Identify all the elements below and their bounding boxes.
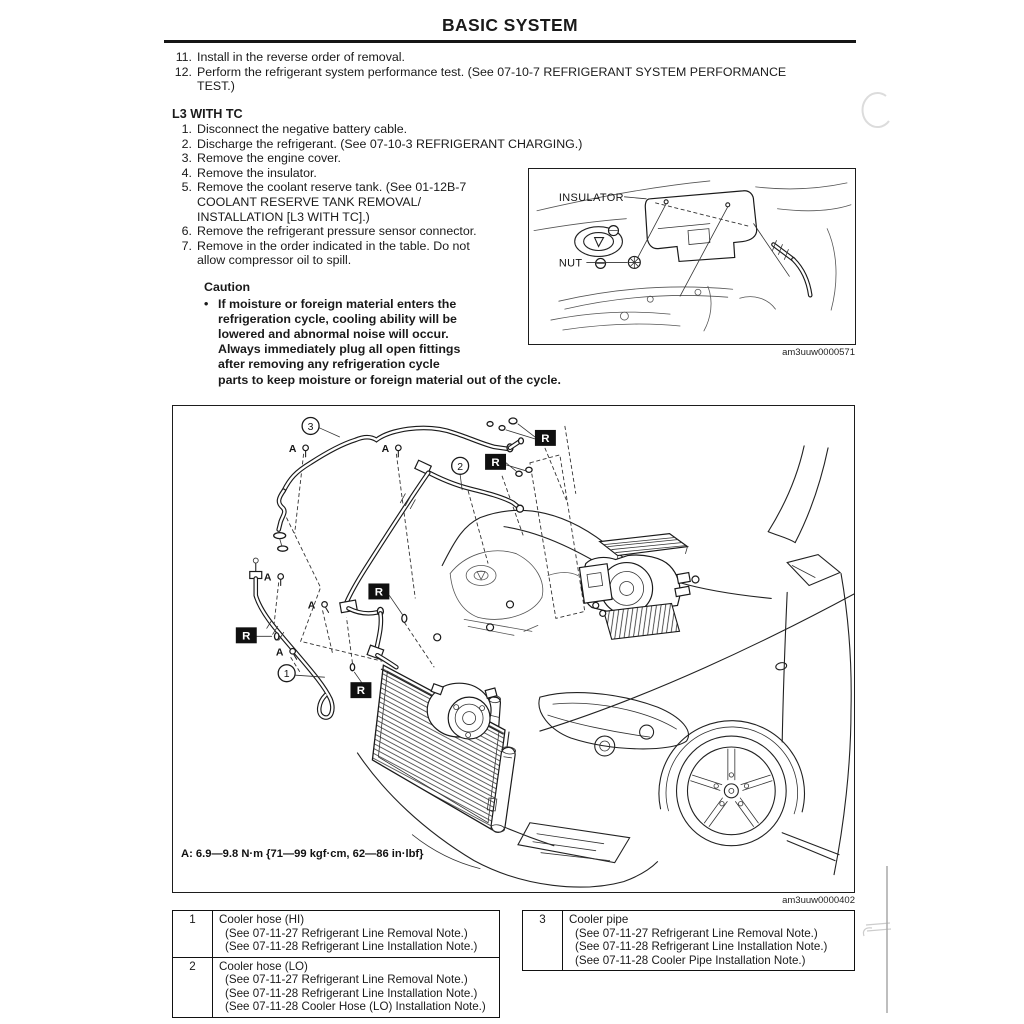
cooler-hose-hi-art [249,557,335,720]
part-number: 3 [523,911,563,970]
header-rule [164,40,856,43]
caution-note: Caution • If moisture or foreign materia… [204,280,844,388]
nut-label: NUT [559,257,583,269]
step-1: 1.Disconnect the negative battery cable. [181,122,408,136]
part-name: Cooler hose (HI) [219,913,305,926]
step-3: 3.Remove the engine cover. [181,151,341,166]
svg-text:3: 3 [308,422,314,433]
nut-art [627,255,641,269]
parts-table-right: 3 Cooler pipe (See 07-11-27 Refrigerant … [522,910,855,971]
receiver-drier-art [486,746,517,833]
o-ring-markers [273,417,533,672]
step-11: 11. Install in the reverse order of remo… [175,50,405,64]
part-number: 2 [173,957,213,1017]
svg-text:A: A [264,572,272,583]
replace-marker: R [350,682,372,699]
dashed-leaders [273,425,586,674]
replace-marker: R [368,583,390,600]
procedure-steps-top: 11. Install in the reverse order of remo… [166,50,858,94]
bullet-icon: • [204,297,209,312]
page-title: BASIC SYSTEM [441,15,579,35]
main-figure: R R R R R [172,405,855,893]
callout-3-badge: 3 [301,416,340,438]
procedure-steps-l3: 1.Disconnect the negative battery cable.… [166,122,726,268]
svg-text:R: R [357,685,366,697]
bolt-marker: A [264,572,285,587]
svg-text:1: 1 [284,669,290,680]
part-note: (See 07-11-27 Refrigerant Line Removal N… [225,973,468,986]
headlight-art [538,692,689,757]
step-6: 6.Remove the refrigerant pressure sensor… [181,224,477,239]
callout-1-badge: 1 [277,664,325,683]
part-name: Cooler pipe [569,913,629,926]
replace-marker: R [235,627,257,644]
svg-text:R: R [242,630,251,642]
inset-figure-id: am3uuw0000571 [782,347,855,358]
step-7: 7. Remove in the order indicated in the … [181,238,470,268]
replace-marker: R [485,453,507,470]
step-5: 5. Remove the coolant reserve tank. (See… [181,180,467,224]
bolt-markers: A A A A A [264,444,402,660]
part-name: Cooler hose (LO) [219,959,308,973]
insulator-panel-art [644,190,758,263]
insulator-label: INSULATOR [559,192,624,204]
step-12: 12. Perform the refrigerant system perfo… [174,64,787,94]
part-note: (See 07-11-28 Refrigerant Line Installat… [225,986,478,1000]
svg-text:R: R [541,433,550,445]
car-outline-art [356,445,854,888]
part-note: (See 07-11-28 Refrigerant Line Installat… [225,940,478,953]
bolt-marker: A [276,647,298,660]
part-note: (See 07-11-28 Cooler Pipe Installation N… [575,953,806,967]
part-note: (See 07-11-28 Cooler Hose (LO) Installat… [225,1000,486,1013]
part-note: (See 07-11-27 Refrigerant Line Removal N… [575,926,818,940]
main-figure-id: am3uuw0000402 [782,895,855,906]
table-row: 3 Cooler pipe (See 07-11-27 Refrigerant … [523,911,854,970]
svg-text:R: R [491,457,500,469]
bolt-marker: A [289,444,309,458]
hvac-unit-art [578,533,700,640]
compressor-art [426,682,498,740]
part-note: (See 07-11-28 Refrigerant Line Installat… [575,940,828,953]
main-line-art: R R R R R [235,416,854,888]
section-heading: L3 WITH TC [172,107,243,121]
svg-text:A: A [308,600,316,611]
engine-bay-sketch [433,550,579,642]
replace-marker: R [534,429,556,446]
part-number: 1 [173,911,213,957]
strut-tower-art [574,225,623,269]
svg-text:A: A [289,444,297,455]
table-row: 1 Cooler hose (HI) (See 07-11-27 Refrige… [173,911,499,957]
bolt-marker: A [382,444,402,458]
cooler-hose-lo-art [339,459,525,670]
replace-markers: R R R R R [235,429,556,699]
callout-2-badge: 2 [451,456,470,491]
wheel-art [658,720,805,847]
step-4: 4.Remove the insulator. [181,165,317,180]
replace-leader-lines [256,423,536,683]
fog-intake-art [517,822,631,864]
svg-text:A: A [382,444,390,455]
caution-text: If moisture or foreign material enters t… [218,297,561,387]
torque-spec-note: A: 6.9—9.8 N·m {71—99 kgf·cm, 62—86 in·l… [181,848,424,860]
parts-table-left: 1 Cooler hose (HI) (See 07-11-27 Refrige… [172,910,500,1018]
svg-text:2: 2 [457,462,463,473]
part-note: (See 07-11-27 Refrigerant Line Removal N… [225,926,468,940]
bolt-marker: A [308,600,330,613]
inset-figure: INSULATOR NUT [528,168,856,345]
step-2: 2.Discharge the refrigerant. (See 07-10-… [181,136,583,151]
caution-heading: Caution [204,280,251,294]
number-callouts: 3 2 1 [277,416,470,683]
svg-text:A: A [276,647,284,658]
table-row: 2 Cooler hose (LO) (See 07-11-27 Refrige… [173,956,499,1017]
cooler-pipe-art [273,425,525,552]
svg-text:R: R [375,586,384,598]
inset-line-art: INSULATOR NUT [533,180,852,332]
